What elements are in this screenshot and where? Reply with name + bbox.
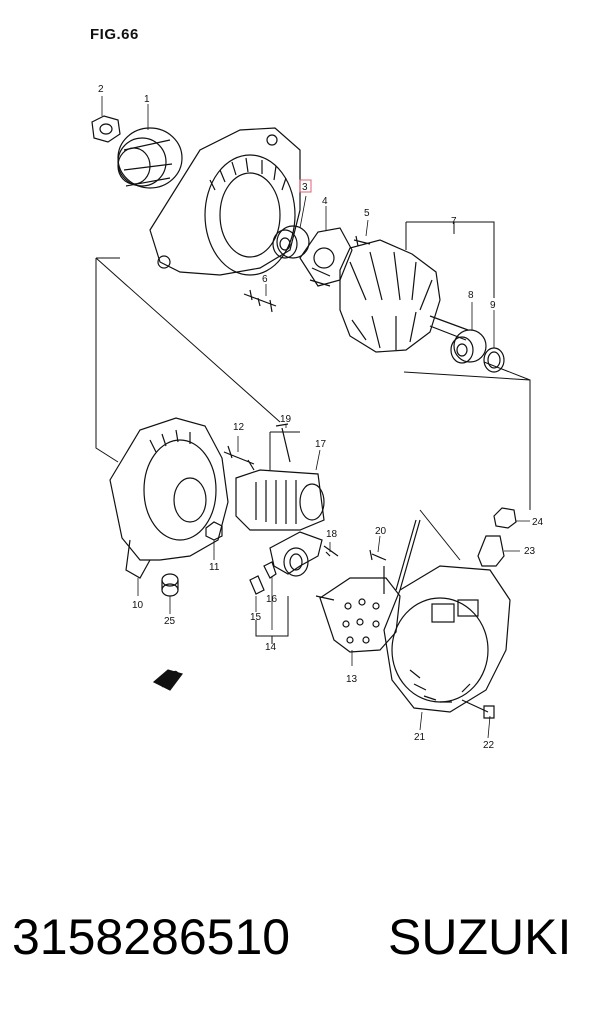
callout-8: 8 [468,290,474,301]
callout-23: 23 [524,546,536,557]
callout-19: 19 [280,414,292,425]
callout-24: 24 [532,517,544,528]
assembly-lines [95,221,531,644]
pulley-part [117,127,183,189]
callout-16: 16 [266,594,278,605]
brush-part [249,561,277,595]
terminal-stud-part [395,519,421,591]
front-housing-part [149,127,301,276]
callout-13: 13 [346,674,358,685]
callout-25: 25 [164,616,176,627]
leader-lines [101,96,530,739]
regulator-bolt-part [275,423,291,463]
rectifier-part [315,566,401,653]
nut-part [91,115,121,143]
callout-1: 1 [144,94,150,105]
cover-bolt-part [461,699,495,719]
figure-title: FIG.66 [90,26,139,43]
rear-housing-part [109,417,229,579]
callout-20: 20 [375,526,387,537]
terminal-nut-part [493,507,517,529]
rear-bearing-part [450,329,487,364]
callout-4: 4 [322,196,328,207]
exploded-parts-diagram: 1 2 3 4 5 6 7 8 9 10 11 12 13 14 15 16 1… [91,84,544,751]
callout-12: 12 [233,422,245,433]
callout-22: 22 [483,740,495,751]
callout-15: 15 [250,612,262,623]
callout-21: 21 [414,732,426,743]
callout-17: 17 [315,439,327,450]
stud-bolt-part [243,289,277,313]
housing-nut-part [205,521,223,541]
callout-9: 9 [490,300,496,311]
rectifier-screw-part [369,549,387,561]
bearing-part [272,225,310,259]
part-number: 3158286510 [12,909,291,965]
callout-18: 18 [326,529,338,540]
highlight-box [299,179,312,193]
brush-holder-part [269,531,323,577]
regulator-screw-part [323,545,339,557]
bolt-part [223,445,255,471]
rotor-part [309,239,469,353]
terminal-insulator-part [477,535,505,567]
bushing-part [161,573,179,597]
callout-14: 14 [265,642,277,653]
callout-10: 10 [132,600,144,611]
front-direction-marker [152,669,184,691]
callout-5: 5 [364,208,370,219]
brand-name: SUZUKI [388,909,572,965]
callout-6: 6 [262,274,268,285]
retainer-plate-part [299,227,353,287]
callout-11: 11 [209,562,220,573]
callout-3: 3 [302,182,308,193]
callout-2: 2 [98,84,104,95]
callout-7: 7 [451,216,457,227]
rear-cover-part [383,565,511,713]
regulator-part [235,469,325,531]
